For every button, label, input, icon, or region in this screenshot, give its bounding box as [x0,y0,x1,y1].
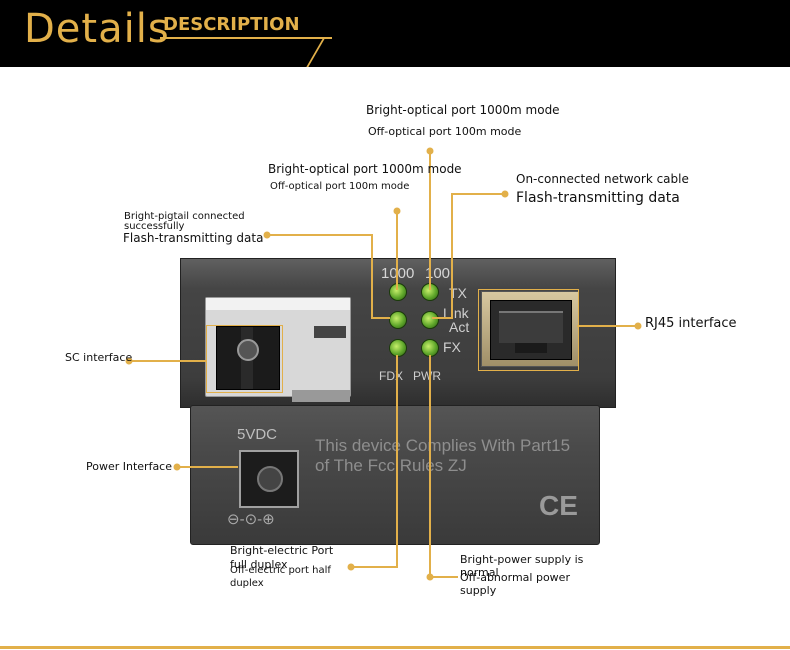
bottom-rule [0,646,790,649]
sc-highlight-box [206,325,283,393]
led-label-pwr: PWR [413,369,441,383]
converter-bottom-unit: 5VDC ⊖-⊙-⊕ This device Complies With Par… [190,405,600,545]
label-electric-1: Bright-electric Port [230,544,334,557]
page-subtitle: DESCRIPTION [163,14,300,35]
label-pigtail-2: successfully [124,221,185,232]
label-supply-2: normal [460,566,499,579]
led-link-act [421,311,439,329]
led-label-act: Act [449,319,470,335]
header-underline [160,37,332,39]
label-network-1: On-connected network cable [516,172,689,186]
label-electric-3: Off-electric port half [230,565,331,576]
label-rj45-interface: RJ45 interface [645,316,737,331]
ce-mark: CE [539,490,578,521]
sc-port [205,297,351,402]
label-optical-top-1: Bright-optical port 1000m mode [366,103,560,117]
label-sc-interface: SC interface [65,351,133,364]
label-supply-4: supply [460,584,497,597]
polarity-symbol: ⊖-⊙-⊕ [227,511,275,528]
led-label-fx: FX [443,339,461,355]
label-pigtail-3: Flash-transmitting data [123,231,264,245]
label-electric-2: full duplex [230,558,288,571]
power-voltage-label: 5VDC [237,426,278,443]
label-optical-top-2: Off-optical port 100m mode [368,125,522,138]
compliance-text-line1: This device Complies With Part15 [315,436,571,455]
compliance-text-line2: of The Fcc Rules ZJ [315,456,467,475]
dc-power-jack [239,450,299,508]
label-optical-mid-2: Off-optical port 100m mode [270,181,410,192]
label-supply-3: Off-abnormal power [460,571,570,584]
label-network-2: Flash-transmitting data [516,190,680,206]
rj45-port [481,291,579,367]
label-electric-4: duplex [230,578,264,589]
header-banner: Details DESCRIPTION [0,0,790,67]
label-pigtail-1: Bright-pigtail connected [124,211,245,222]
led-label-100: 100 [425,265,451,282]
led-label-tx: TX [449,285,467,301]
label-supply-1: Bright-power supply is [460,553,584,566]
label-power-interface: Power Interface [86,460,173,473]
led-fdx-link [389,311,407,329]
label-optical-mid-1: Bright-optical port 1000m mode [268,162,462,176]
page-title: Details [24,6,170,52]
rj45-highlight-box [478,289,579,371]
sc-port-slot [216,326,280,390]
